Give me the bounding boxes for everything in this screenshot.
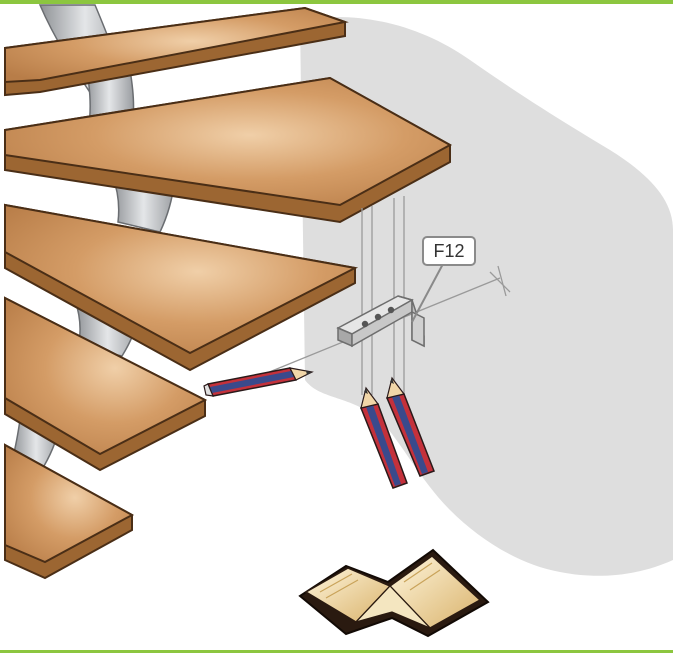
manual-book-icon — [300, 550, 488, 636]
callout-part-label: F12 — [433, 241, 464, 261]
pencil-horizontal — [204, 368, 312, 396]
tread-5 — [5, 445, 132, 578]
